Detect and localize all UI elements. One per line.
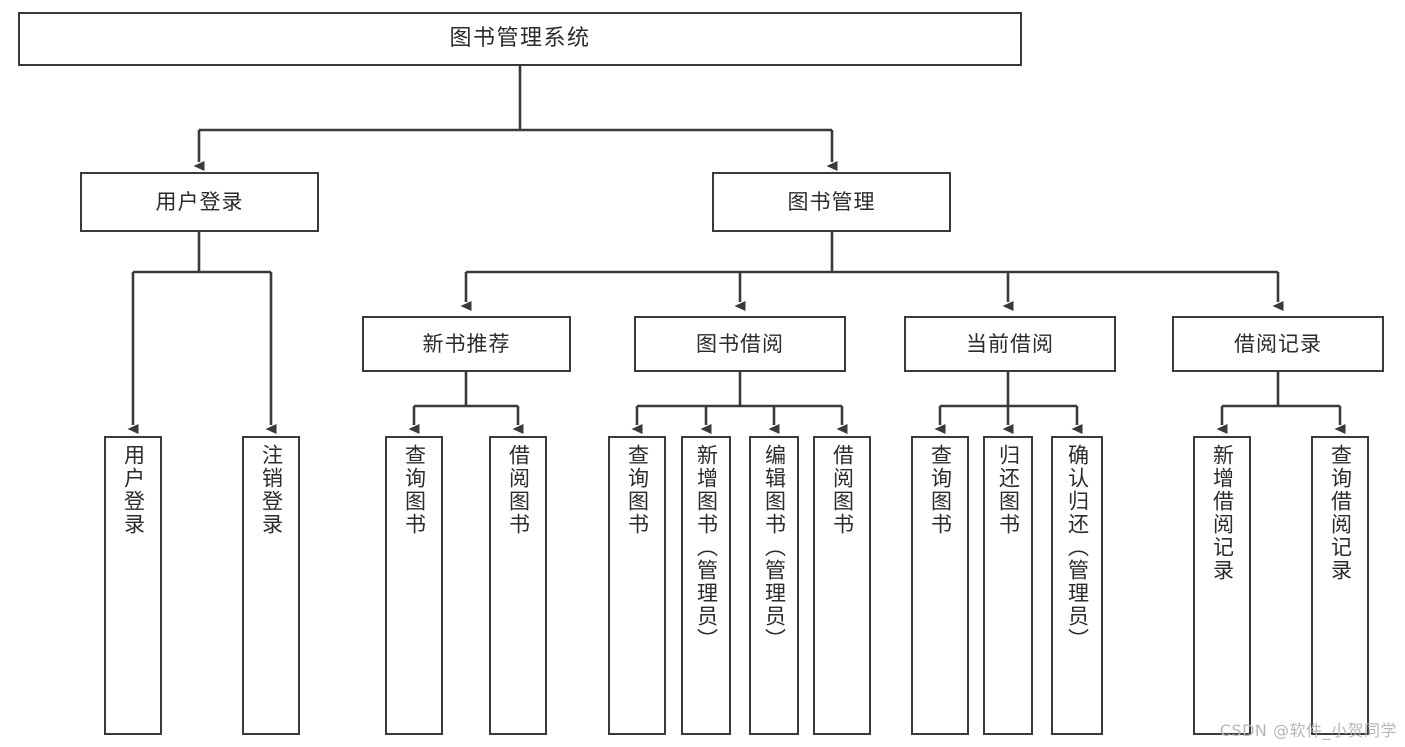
node-label: 新增图书（管理员） bbox=[694, 444, 719, 651]
leaf-new-book-borrow[interactable]: 借阅图书 bbox=[489, 436, 547, 735]
node-label: 新增借阅记录 bbox=[1210, 444, 1235, 582]
leaf-book-borrow-edit[interactable]: 编辑图书（管理员） bbox=[749, 436, 799, 735]
leaf-book-borrow-add[interactable]: 新增图书（管理员） bbox=[681, 436, 731, 735]
node-label: 用户登录 bbox=[155, 189, 244, 214]
leaf-borrow-record-query[interactable]: 查询借阅记录 bbox=[1311, 436, 1369, 735]
node-label: 注销登录 bbox=[259, 444, 284, 536]
node-label: 借阅图书 bbox=[830, 444, 855, 536]
node-label: 查询图书 bbox=[402, 444, 427, 536]
leaf-user-login-signin[interactable]: 用户登录 bbox=[104, 436, 162, 735]
node-label: 确认归还（管理员） bbox=[1065, 444, 1090, 651]
node-label: 图书管理系统 bbox=[449, 26, 591, 52]
leaf-current-borrow-confirm-return[interactable]: 确认归还（管理员） bbox=[1051, 436, 1103, 735]
node-new-book-recommend[interactable]: 新书推荐 bbox=[362, 316, 571, 372]
node-book-management[interactable]: 图书管理 bbox=[712, 172, 951, 232]
node-label: 归还图书 bbox=[996, 444, 1021, 536]
node-current-borrow[interactable]: 当前借阅 bbox=[904, 316, 1116, 372]
leaf-borrow-record-add[interactable]: 新增借阅记录 bbox=[1193, 436, 1251, 735]
leaf-user-login-signout[interactable]: 注销登录 bbox=[242, 436, 300, 735]
node-label: 查询图书 bbox=[625, 444, 650, 536]
leaf-book-borrow-lend[interactable]: 借阅图书 bbox=[813, 436, 871, 735]
node-label: 图书管理 bbox=[787, 189, 876, 214]
leaf-current-borrow-return[interactable]: 归还图书 bbox=[983, 436, 1033, 735]
node-label: 图书借阅 bbox=[696, 331, 784, 356]
node-borrow-record[interactable]: 借阅记录 bbox=[1172, 316, 1384, 372]
node-label: 查询借阅记录 bbox=[1328, 444, 1353, 582]
node-label: 查询图书 bbox=[928, 444, 953, 536]
leaf-current-borrow-query[interactable]: 查询图书 bbox=[911, 436, 969, 735]
node-root-system[interactable]: 图书管理系统 bbox=[18, 12, 1022, 66]
node-user-login[interactable]: 用户登录 bbox=[80, 172, 319, 232]
node-label: 当前借阅 bbox=[966, 331, 1054, 356]
leaf-book-borrow-query[interactable]: 查询图书 bbox=[608, 436, 666, 735]
node-label: 借阅图书 bbox=[506, 444, 531, 536]
leaf-new-book-query[interactable]: 查询图书 bbox=[385, 436, 443, 735]
node-label: 编辑图书（管理员） bbox=[762, 444, 787, 651]
csdn-watermark: CSDN @软件_小贺同学 bbox=[1219, 721, 1397, 740]
node-label: 新书推荐 bbox=[422, 331, 511, 356]
node-book-borrow[interactable]: 图书借阅 bbox=[634, 316, 846, 372]
node-label: 借阅记录 bbox=[1234, 331, 1322, 356]
node-label: 用户登录 bbox=[121, 444, 146, 536]
